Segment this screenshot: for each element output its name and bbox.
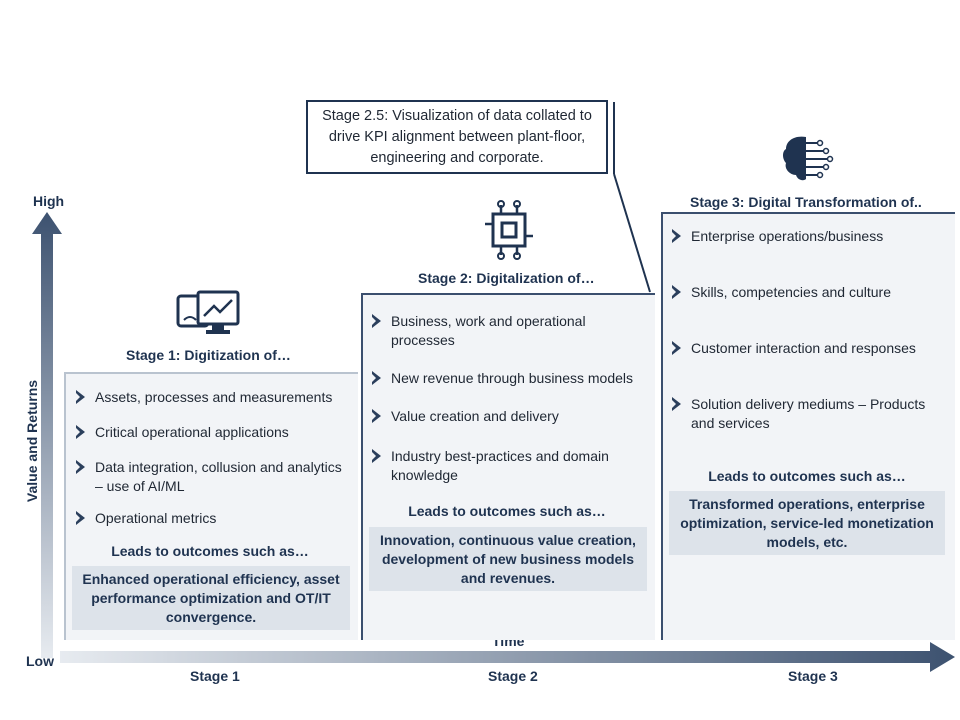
stage-3-title: Stage 3: Digital Transformation of.. [690, 194, 922, 210]
stage-2-outcome: Innovation, continuous value creation, d… [369, 527, 647, 591]
chevron-icon [372, 449, 381, 463]
chevron-icon [372, 371, 381, 385]
x-stage-label-3: Stage 3 [788, 668, 838, 684]
stage-1-leads: Leads to outcomes such as… [111, 543, 309, 559]
callout-pointer [613, 102, 651, 293]
chip-icon [485, 200, 533, 260]
chevron-icon [76, 460, 85, 474]
chevron-icon [372, 314, 381, 328]
stage-2-item-4: Industry best-practices and domain knowl… [391, 448, 609, 483]
stage-3-item-2: Skills, competencies and culture [691, 284, 891, 300]
stage-3-panel [661, 212, 955, 640]
stage-2-item-1: Business, work and operational processes [391, 313, 586, 348]
x-axis-arrow [60, 642, 955, 672]
chevron-icon [372, 409, 381, 423]
chevron-icon [76, 390, 85, 404]
stage-2-5-callout: Stage 2.5: Visualization of data collate… [306, 100, 608, 174]
computer-tablet-icon [176, 290, 240, 334]
stage-3-item-1: Enterprise operations/business [691, 228, 884, 244]
stage-3-item-4: Solution delivery mediums – Products and… [691, 396, 926, 431]
stage-1-item-3: Data integration, collusion and analytic… [95, 459, 342, 494]
chevron-icon [672, 397, 681, 411]
stage-1-item-4: Operational metrics [95, 510, 217, 526]
stage-1-title: Stage 1: Digitization of… [126, 347, 291, 363]
y-axis-title: Value and Returns [24, 379, 40, 503]
chevron-icon [672, 341, 681, 355]
y-axis-low-label: Low [26, 653, 54, 669]
stage-3-outcome: Transformed operations, enterprise optim… [669, 491, 945, 555]
stage-2-item-3: Value creation and delivery [391, 408, 559, 424]
stage-2-title: Stage 2: Digitalization of… [418, 270, 595, 286]
chevron-icon [76, 425, 85, 439]
chevron-icon [672, 285, 681, 299]
stage-1-item-2: Critical operational applications [95, 424, 289, 440]
chevron-icon [672, 229, 681, 243]
brain-circuit-icon [783, 136, 834, 181]
y-axis-arrow [32, 212, 62, 658]
y-axis-high-label: High [33, 193, 65, 209]
x-stage-label-2: Stage 2 [488, 668, 538, 684]
chevron-icon [76, 511, 85, 525]
stage-1-outcome: Enhanced operational efficiency, asset p… [72, 566, 350, 630]
stage-1-item-1: Assets, processes and measurements [95, 389, 333, 405]
stage-3-item-3: Customer interaction and responses [691, 340, 916, 356]
x-stage-label-1: Stage 1 [190, 668, 240, 684]
stage-2-leads: Leads to outcomes such as… [408, 503, 606, 519]
stage-3-leads: Leads to outcomes such as… [708, 468, 906, 484]
stage-2-item-2: New revenue through business models [391, 370, 634, 386]
